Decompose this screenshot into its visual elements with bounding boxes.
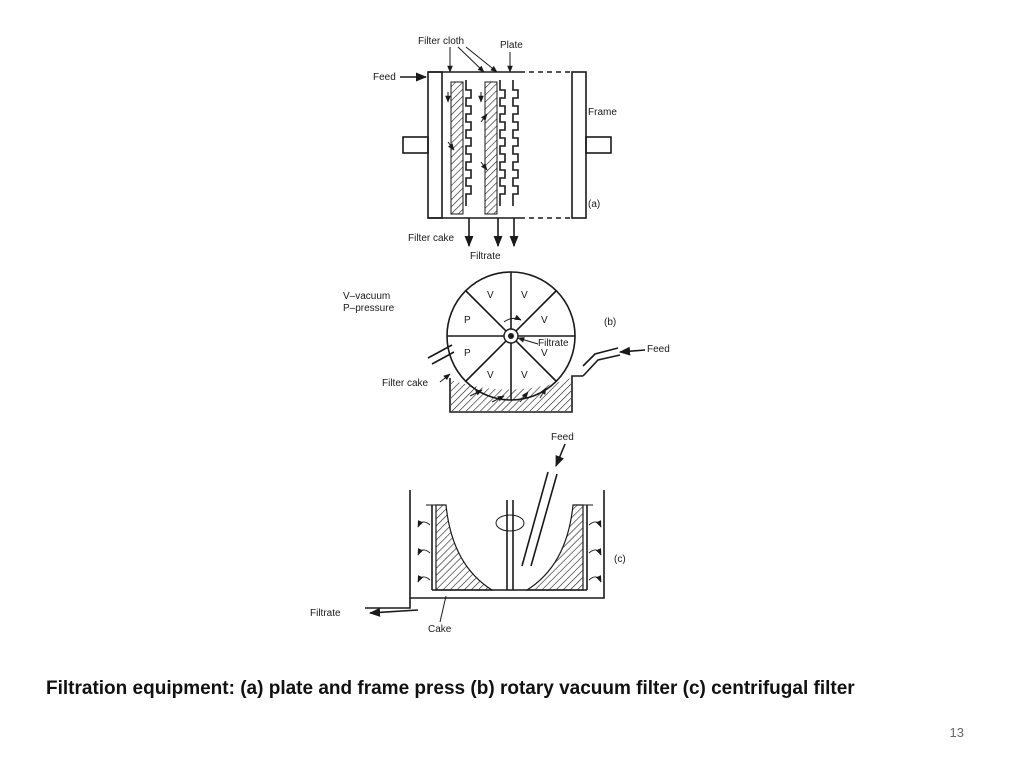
sector-label: P bbox=[464, 315, 471, 326]
rotary-vacuum-filter-diagram: V V V V V V P P V–vacuum P–pressure (b) … bbox=[343, 271, 670, 413]
centrifugal-filter-diagram: Feed (c) Filtrate Cake bbox=[310, 432, 626, 635]
cake-label: Cake bbox=[428, 624, 452, 635]
sector-label: V bbox=[487, 370, 494, 381]
rotary-filtrate-label: Filtrate bbox=[538, 338, 569, 349]
sector-label: V bbox=[541, 348, 548, 359]
figure-caption: Filtration equipment: (a) plate and fram… bbox=[46, 678, 855, 699]
diagram-a-tag: (a) bbox=[588, 199, 600, 210]
sector-label: P bbox=[464, 348, 471, 359]
sector-label: V bbox=[521, 290, 528, 301]
page-number: 13 bbox=[949, 725, 964, 740]
filter-cloth-label: Filter cloth bbox=[418, 36, 464, 47]
rotary-filter-cake-label: Filter cake bbox=[382, 378, 429, 389]
frame-label: Frame bbox=[588, 107, 617, 118]
centrifugal-feed-label: Feed bbox=[551, 432, 574, 443]
sector-label: V bbox=[521, 370, 528, 381]
plate-press-filter-cake-label: Filter cake bbox=[408, 233, 455, 244]
plate-and-frame-press-diagram: Feed Filter cloth Plate Frame (a) Filter… bbox=[373, 36, 617, 262]
sector-label: V bbox=[541, 315, 548, 326]
plate-press-feed-label: Feed bbox=[373, 72, 396, 83]
legend-vacuum: V–vacuum bbox=[343, 291, 390, 302]
sector-label: V bbox=[487, 290, 494, 301]
diagram-c-tag: (c) bbox=[614, 554, 626, 565]
legend-pressure: P–pressure bbox=[343, 303, 395, 314]
plate-label: Plate bbox=[500, 40, 523, 51]
diagram-b-tag: (b) bbox=[604, 317, 616, 328]
plate-press-filtrate-label: Filtrate bbox=[470, 251, 501, 262]
centrifugal-filtrate-label: Filtrate bbox=[310, 608, 341, 619]
rotary-feed-label: Feed bbox=[647, 344, 670, 355]
